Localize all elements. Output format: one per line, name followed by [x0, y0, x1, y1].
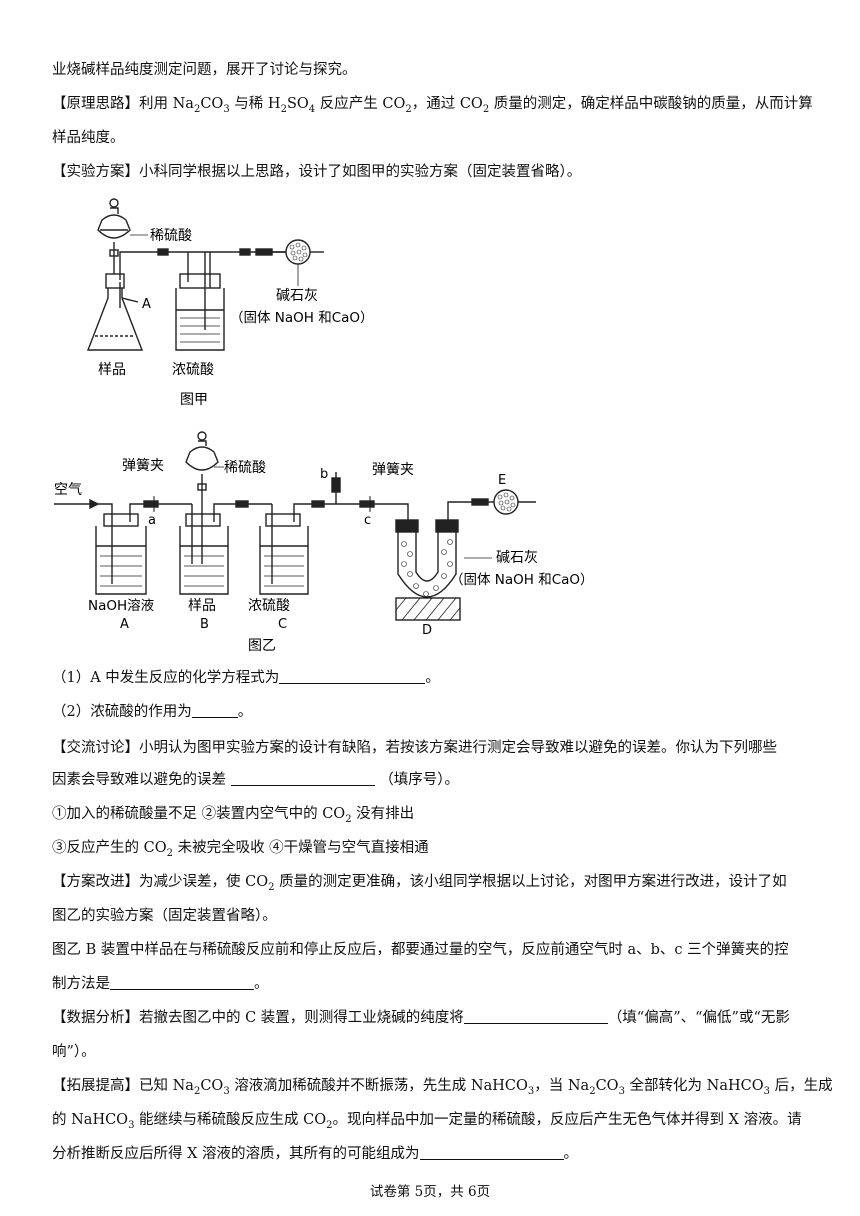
extension-line-3: 分析推断反应后所得 X 溶液的溶质，其所有的可能组成为。 [52, 1145, 579, 1162]
analysis-line-1: 【数据分析】若撤去图乙中的 C 装置，则测得工业烧碱的纯度将（填“偏高”、“偏低… [52, 1009, 790, 1026]
yi-acid-label: 稀硫酸 [224, 460, 266, 476]
jia-conc-acid-label: 浓硫酸 [172, 362, 214, 378]
question-1: （1）A 中发生反应的化学方程式为。 [52, 669, 440, 686]
jia-soda-lime-note: （固体 NaOH 和CaO） [230, 310, 374, 326]
jia-caption: 图甲 [180, 392, 208, 408]
question-2: （2）浓硫酸的作用为。 [52, 703, 253, 720]
yi-conc-acid-label: 浓硫酸 [248, 598, 290, 614]
yi-d-label: D [422, 623, 432, 638]
yi-caption: 图乙 [248, 638, 276, 654]
jia-soda-lime-label: 碱石灰 [276, 288, 318, 304]
improvement-line-1: 【方案改进】为减少误差，使 CO2 质量的测定更准确，该小组同学根据以上讨论，对… [52, 874, 787, 893]
yi-naoh-label: NaOH溶液 [88, 598, 155, 614]
yi-bottle-b-label: B [200, 617, 209, 632]
improvement-line-2: 图乙的实验方案（固定装置省略）。 [52, 908, 277, 924]
yi-e-label: E [498, 473, 506, 488]
jia-a-label: A [142, 297, 151, 312]
answer-blank-5[interactable] [463, 1009, 608, 1024]
jia-acid-label: 稀硫酸 [150, 228, 192, 244]
jia-sample-label: 样品 [98, 362, 126, 378]
yi-soda-lime-note: （固体 NaOH 和CaO） [450, 572, 594, 588]
figure-jia: 稀硫酸 A 碱石灰 （固体 NaOH 和CaO） 样品 浓硫酸 图甲 [86, 198, 374, 408]
improvement-line-4: 制方法是。 [52, 975, 269, 992]
analysis-line-2: 响”）。 [52, 1044, 96, 1060]
answer-blank-3[interactable] [230, 771, 375, 786]
text-line-1: 业烧碱样品纯度测定问题，展开了讨论与探究。 [52, 62, 357, 78]
yi-c-clamp-label: c [364, 513, 371, 528]
yi-a-clamp-label: a [148, 513, 156, 528]
yi-soda-lime-label: 碱石灰 [496, 550, 538, 566]
yi-clamp1-label: 弹簧夹 [122, 458, 164, 474]
improvement-line-3: 图乙 B 装置中样品在与稀硫酸反应前和停止反应后，都要通过量的空气，反应前通空气… [52, 942, 789, 958]
extension-line-1: 【拓展提高】已知 Na2CO3 溶液滴加稀硫酸并不断振荡，先生成 NaHCO3，… [52, 1078, 833, 1097]
yi-b-label: b [320, 467, 328, 482]
page-footer: 试卷第 5页，共 6页 [369, 1184, 491, 1200]
answer-blank-4[interactable] [110, 975, 254, 990]
principle-line: 【原理思路】利用 Na2CO3 与稀 H2SO4 反应产生 CO2，通过 CO2… [52, 96, 813, 115]
option-line-2: ③反应产生的 CO2 未被完全吸收 ④干燥管与空气直接相通 [52, 840, 429, 859]
yi-bottle-a-label: A [120, 617, 129, 632]
discussion-line-1: 【交流讨论】小明认为图甲实验方案的设计有缺陷，若按该方案进行测定会导致难以避免的… [52, 740, 777, 756]
answer-blank-1[interactable] [279, 669, 426, 684]
answer-blank-2[interactable] [191, 703, 238, 718]
yi-sample-label: 样品 [188, 598, 216, 614]
answer-blank-6[interactable] [419, 1145, 564, 1160]
extension-line-2: 的 NaHCO3 能继续与稀硫酸反应生成 CO2。现向样品中加一定量的稀硫酸，反… [52, 1112, 802, 1131]
option-line-1: ①加入的稀硫酸量不足 ②装置内空气中的 CO2 没有排出 [52, 806, 415, 825]
plan-line: 【实验方案】小科同学根据以上思路，设计了如图甲的实验方案（固定装置省略）。 [52, 164, 582, 180]
text-line-3: 样品纯度。 [52, 130, 125, 146]
discussion-line-2: 因素会导致难以避免的误差 （填序号）。 [52, 771, 459, 788]
yi-bottle-c-label: C [278, 617, 287, 632]
yi-air-label: 空气 [54, 482, 82, 498]
figure-yi: 空气 弹簧夹 稀硫酸 b 弹簧夹 E a c 碱石灰 （固体 NaOH 和CaO… [54, 431, 594, 654]
yi-clamp2-label: 弹簧夹 [372, 462, 414, 478]
